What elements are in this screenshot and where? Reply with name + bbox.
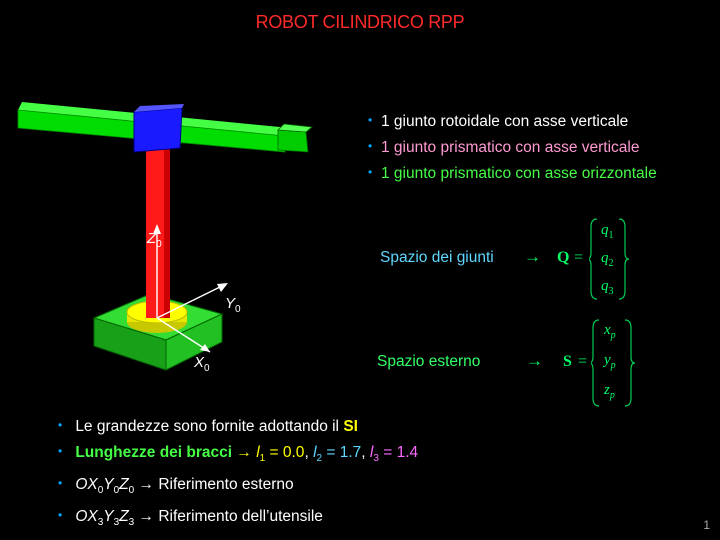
joint-space-symbol: Q [557, 249, 570, 266]
z0-axis-label: Z0 [147, 230, 162, 250]
external-space-braces [591, 319, 635, 407]
external-space-arrow: → [526, 351, 543, 370]
joint-item: 1 giunto prismatico con asse orizzontale [368, 160, 657, 186]
external-space-equals: = [578, 353, 588, 370]
list-item: Lunghezze dei bracci → l1 = 0.0, l2 = 1.… [58, 439, 418, 471]
external-vector-z: zp [604, 382, 615, 401]
page-number: 1 [703, 518, 710, 532]
joint-list: 1 giunto rotoidale con asse verticale 1 … [368, 108, 657, 186]
x0-axis-label: X0 [194, 354, 210, 374]
joint-item: 1 giunto prismatico con asse verticale [368, 134, 657, 160]
prismatic-joint-block [133, 104, 184, 153]
joint-space-braces [589, 218, 629, 300]
parameter-list: Le grandezze sono fornite adottando il S… [58, 413, 418, 535]
external-space-label: Spazio esterno [377, 353, 481, 370]
joint-space-equals: = [574, 249, 584, 266]
y0-axis-label: Y0 [225, 295, 241, 315]
external-space-symbol: S [563, 353, 572, 370]
list-item: Le grandezze sono fornite adottando il S… [58, 413, 418, 439]
robot-illustration [17, 102, 313, 371]
external-vector-y: yp [604, 352, 616, 371]
page-title: ROBOT CILINDRICO RPP [255, 12, 465, 32]
external-vector-x: xp [604, 322, 616, 341]
joint-space-arrow: → [524, 247, 541, 266]
list-item: OX3Y3Z3 → Riferimento dell’utensile [58, 503, 418, 535]
joint-vector-q2: q2 [601, 250, 614, 269]
list-item: OX0Y0Z0 → Riferimento esterno [58, 471, 418, 503]
joint-vector-q1: q1 [601, 222, 614, 241]
reference-frame-axes [153, 224, 228, 353]
joint-space-label: Spazio dei giunti [380, 249, 494, 266]
joint-item: 1 giunto rotoidale con asse verticale [368, 108, 657, 134]
joint-vector-q3: q3 [601, 278, 614, 297]
